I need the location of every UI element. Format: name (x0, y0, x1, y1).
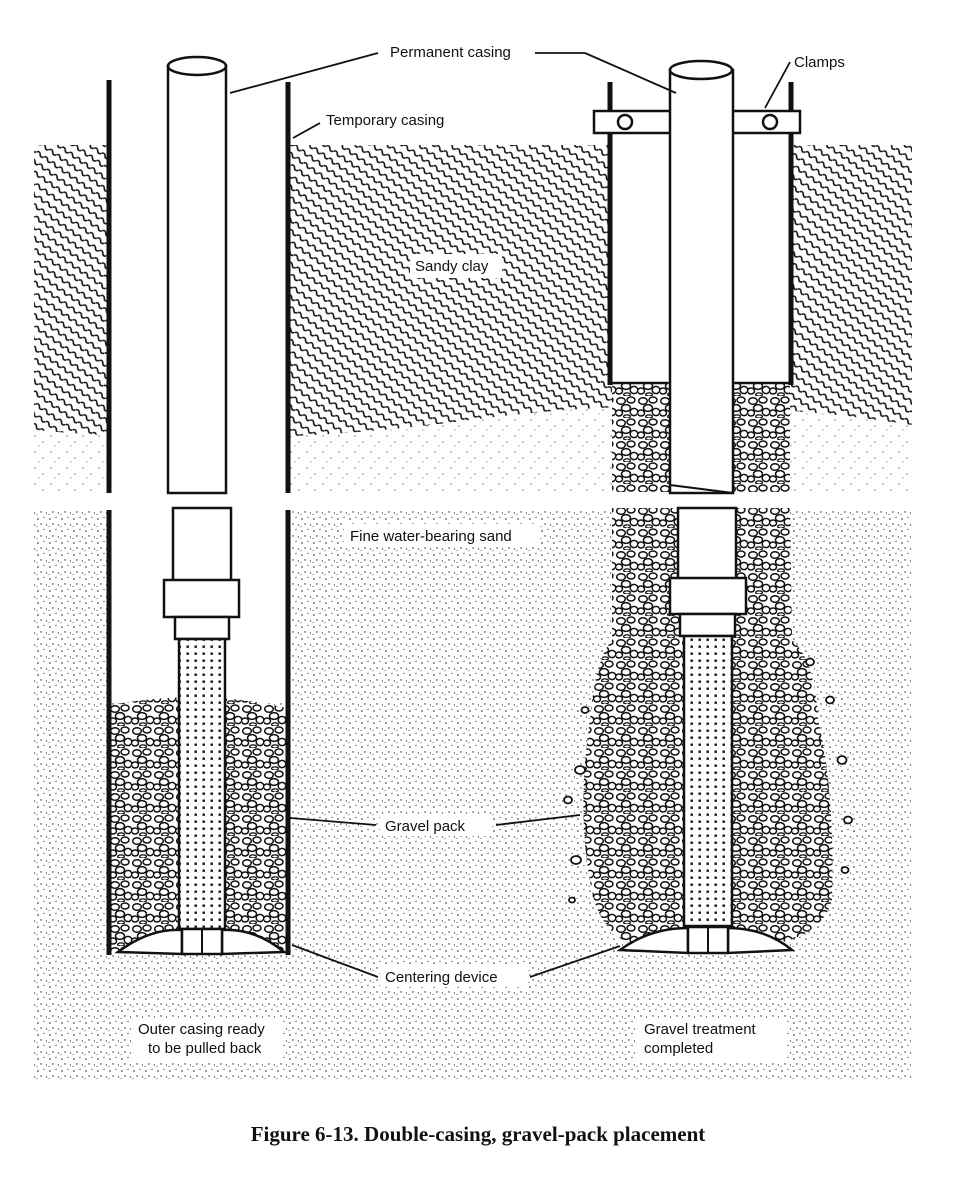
label-centering-device: Centering device (385, 969, 498, 986)
label-right-caption-line1: Gravel treatment (644, 1021, 757, 1038)
label-left-caption-line1: Outer casing ready (138, 1021, 265, 1038)
well-screen-right (682, 634, 734, 928)
label-gravel-pack: Gravel pack (385, 818, 466, 835)
permanent-casing-right (668, 68, 735, 495)
label-clamps: Clamps (794, 54, 845, 71)
clamp-bolt-left (616, 113, 634, 131)
leader-lines (229, 52, 791, 978)
permanent-casing-left (166, 64, 228, 495)
clamp-bolt-right (761, 113, 779, 131)
label-left-caption-line2: to be pulled back (148, 1040, 262, 1057)
scattered-pebbles (563, 657, 853, 904)
well-screen-left (177, 637, 227, 931)
label-permanent-casing: Permanent casing (390, 44, 511, 61)
coupling-right (668, 576, 748, 616)
label-temporary-casing: Temporary casing (326, 112, 444, 129)
label-sandy-clay: Sandy clay (415, 258, 489, 275)
coupling-left (162, 578, 241, 619)
double-casing-diagram: Permanent casing Clamps Temporary casing… (34, 44, 912, 1080)
figure-caption: Figure 6-13. Double-casing, gravel-pack … (250, 1122, 706, 1146)
label-fine-water-bearing-sand: Fine water-bearing sand (350, 528, 512, 545)
label-right-caption-line2: completed (644, 1040, 713, 1057)
